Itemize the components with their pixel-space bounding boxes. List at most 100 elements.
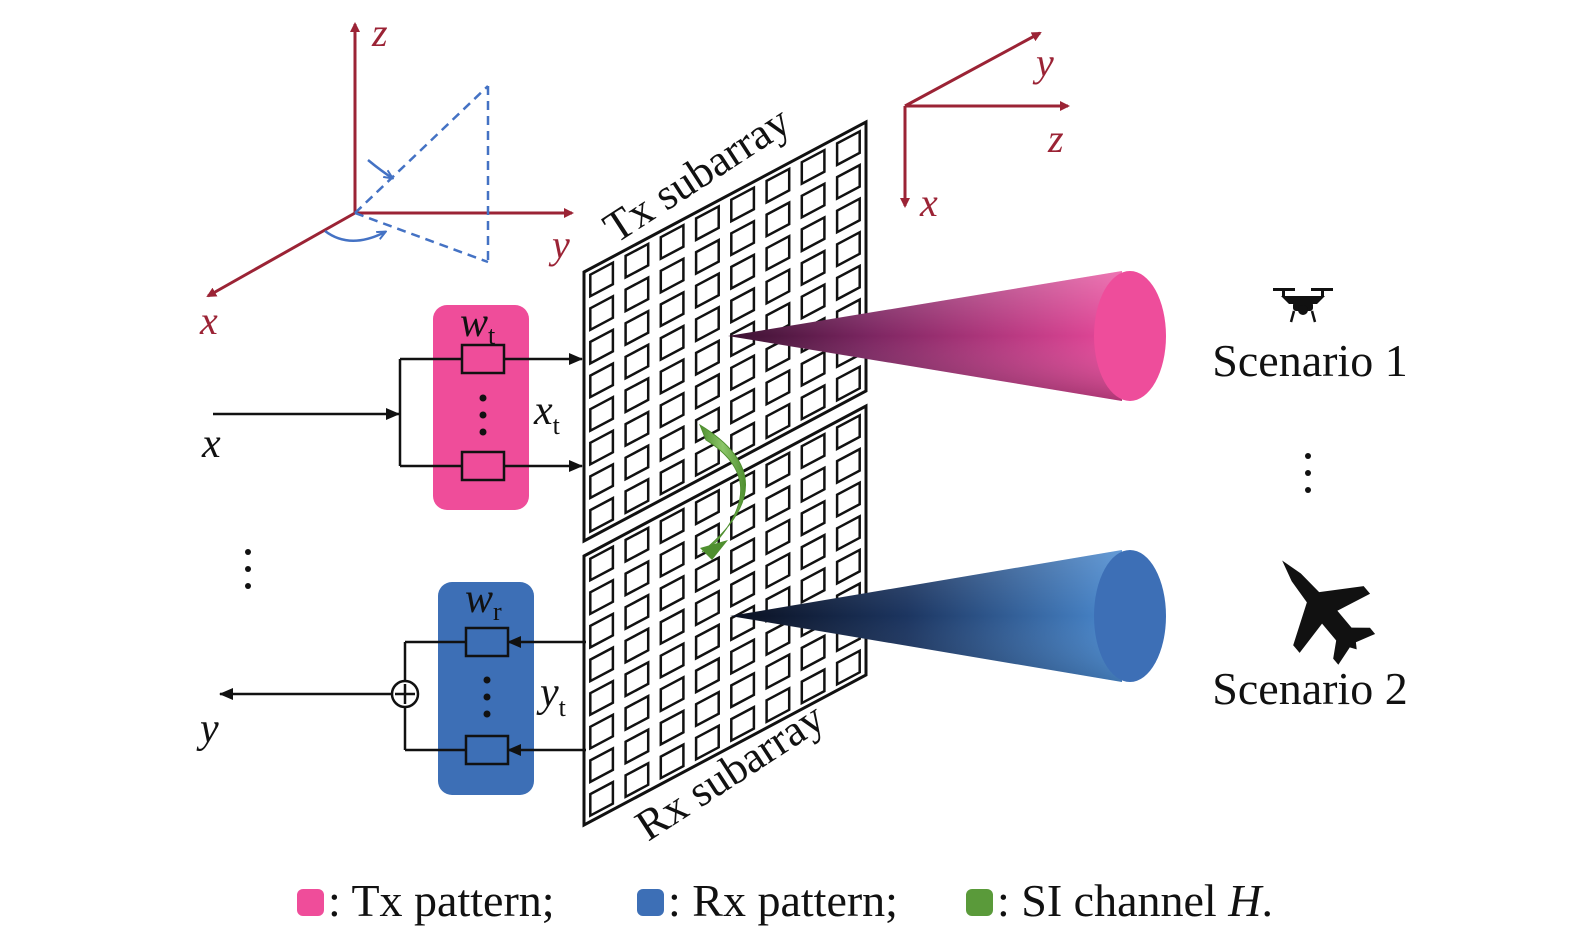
- rx-antenna-element: [835, 447, 861, 485]
- legend-rx: : Rx pattern;: [668, 875, 898, 926]
- tx-beam-aperture: [1094, 271, 1166, 401]
- rx-weight-label: wr: [465, 576, 502, 626]
- rx-antenna-element: [694, 589, 720, 627]
- tx-antenna-element: [694, 238, 720, 276]
- rx-antenna-element: [730, 604, 756, 642]
- tx-antenna-element: [589, 327, 615, 366]
- rx-antenna-element: [694, 656, 720, 695]
- rx-antenna-outline: [582, 403, 868, 828]
- rx-antenna-element: [659, 641, 685, 680]
- tx-weight-label: wt: [460, 300, 496, 350]
- azimuth-angle-arc: [324, 229, 385, 242]
- legend-si: : SI channel H.: [997, 875, 1273, 926]
- tx-antenna-element: [835, 129, 861, 167]
- rx-antenna-element: [765, 518, 791, 556]
- rx-antenna-element: [730, 705, 756, 743]
- rx-antenna-element: [800, 566, 826, 605]
- rx-subarray-panel: [582, 403, 868, 828]
- legend-tx: : Tx pattern;: [328, 875, 555, 926]
- tx-antenna-element: [659, 458, 685, 497]
- right-coordinate-system: y z x: [900, 31, 1070, 225]
- si-channel-arrowhead: [700, 540, 728, 560]
- legend-swatch-si: [966, 889, 993, 916]
- rx-antenna-element: [835, 514, 861, 552]
- rx-antenna-element: [589, 578, 615, 616]
- tx-antenna-element: [800, 249, 826, 287]
- tx-antenna-element: [765, 200, 791, 239]
- tx-antenna-element: [589, 361, 615, 400]
- rx-antenna-element: [589, 746, 615, 784]
- legend: : Tx pattern; : Rx pattern; : SI channel…: [297, 875, 1273, 926]
- scenario-1-label: Scenario 1: [1212, 335, 1407, 386]
- si-channel-arc: [698, 423, 746, 553]
- tx-antenna-element: [835, 163, 861, 201]
- tx-antenna-element: [589, 260, 615, 299]
- x-axis-right-label: x: [919, 180, 938, 225]
- tx-antenna-element: [694, 204, 720, 242]
- rx-antenna-element: [800, 465, 826, 504]
- rx-antenna-element: [835, 547, 861, 586]
- tx-antenna-element: [730, 252, 756, 291]
- rx-antenna-element: [624, 525, 650, 564]
- rx-beamformer-box: [438, 582, 534, 795]
- tx-antenna-element: [730, 185, 756, 224]
- rx-antenna-element: [694, 622, 720, 661]
- rx-antenna-element: [624, 694, 650, 732]
- tx-antenna-element: [800, 282, 826, 321]
- elevation-angle-arc: [367, 159, 392, 178]
- tx-antenna-element: [589, 395, 615, 433]
- tx-antenna-element: [765, 402, 791, 440]
- tx-antenna-element: [589, 294, 615, 332]
- tx-antenna-element: [694, 271, 720, 310]
- tx-antenna-element: [835, 263, 861, 302]
- tx-antenna-element: [694, 338, 720, 377]
- tx-antenna-element: [659, 424, 685, 463]
- tx-antenna-element: [624, 477, 650, 515]
- y-axis-right: [904, 31, 1042, 108]
- direction-vector: [354, 85, 489, 214]
- rx-antenna-element: [624, 626, 650, 665]
- rx-antenna-element: [765, 551, 791, 590]
- legend-swatch-tx: [297, 889, 324, 916]
- tx-antenna-element: [659, 223, 685, 261]
- rx-antenna-element: [589, 712, 615, 751]
- tx-antenna-element: [659, 391, 685, 429]
- tx-antenna-element: [730, 353, 756, 392]
- rx-antenna-element: [624, 593, 650, 631]
- tx-antenna-element: [730, 219, 756, 257]
- tx-antenna-element: [730, 286, 756, 325]
- rx-antenna-element: [835, 413, 861, 451]
- rx-antenna-element: [589, 679, 615, 717]
- rx-antenna-element: [589, 611, 615, 650]
- rx-antenna-element: [730, 469, 756, 508]
- tx-antenna-element: [694, 439, 720, 478]
- rx-antenna-element: [659, 574, 685, 612]
- rx-antenna-element: [765, 652, 791, 691]
- tx-antenna-element: [659, 324, 685, 362]
- rx-antenna-element: [624, 761, 650, 799]
- rx-beam: [730, 550, 1166, 682]
- tx-antenna-element: [624, 241, 650, 280]
- rx-antenna-element: [589, 780, 615, 818]
- fighter-jet-icon: [1282, 560, 1376, 665]
- tx-antenna-element: [835, 196, 861, 235]
- y-axis-right-label: y: [1032, 40, 1054, 85]
- rx-antenna-element: [694, 488, 720, 526]
- tx-antenna-element: [624, 376, 650, 414]
- tx-antenna-element: [694, 305, 720, 343]
- tx-antenna-element: [730, 320, 756, 358]
- rx-antenna-element: [659, 507, 685, 545]
- drone-icon: [1273, 288, 1333, 323]
- output-signal-label: y: [196, 706, 219, 752]
- rx-antenna-element: [765, 450, 791, 489]
- tx-antenna-element: [624, 410, 650, 448]
- tx-antenna-element: [589, 462, 615, 500]
- tx-beamformer: wt xt x: [201, 300, 583, 510]
- rx-antenna-element: [694, 690, 720, 728]
- rx-antenna-element: [730, 637, 756, 676]
- tx-antenna-element: [835, 364, 861, 403]
- rx-antenna-element: [800, 633, 826, 672]
- tx-antenna-element: [694, 406, 720, 444]
- block-ellipsis: [245, 549, 251, 589]
